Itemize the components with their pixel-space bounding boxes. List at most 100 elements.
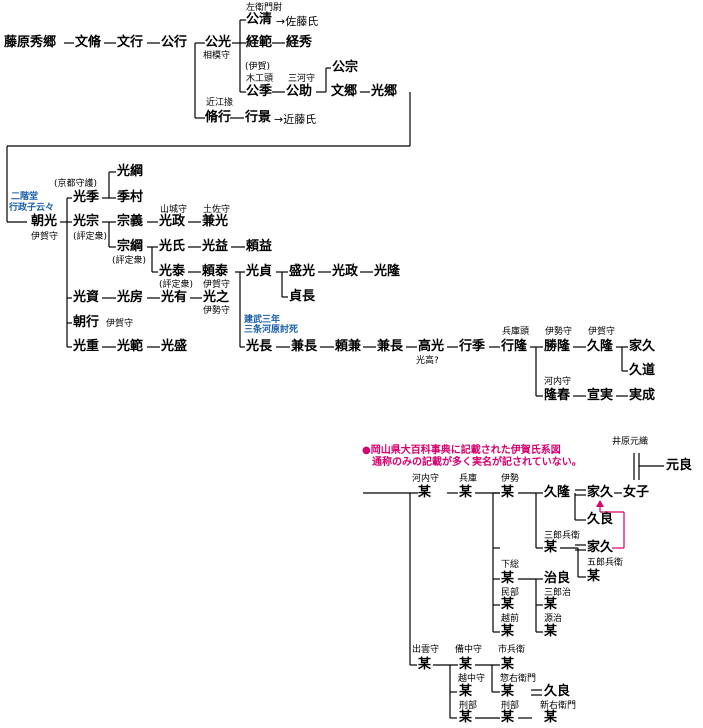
name-mitsumasa-b: 光政 [332, 264, 359, 279]
title-genji: 源治 [544, 614, 563, 624]
title-kyoto-shugo: (京都守護) [54, 179, 98, 189]
name-mitsufusa: 光房 [117, 290, 144, 305]
name-kanenaga-b: 兼長 [377, 339, 404, 354]
name-haruyoshi: 治良 [544, 571, 571, 586]
name-bunkyu: 文脩 [75, 35, 102, 50]
note-kenmu-1: 建武三年 [244, 315, 281, 325]
name-takaharu: 隆春 [544, 388, 571, 403]
name-yoriyasu: 頼泰 [202, 264, 229, 279]
name-bou-saburobyoe: 某 [544, 540, 558, 555]
title-tomoyuki-iga: 伊賀守 [106, 319, 134, 329]
title-omi: 近江掾 [206, 98, 234, 108]
name-katsutaka: 勝隆 [544, 339, 571, 354]
name-muneyoshi: 宗義 [117, 214, 144, 229]
title-mitsumune-hyojo: (評定衆) [73, 232, 108, 242]
name-hisataka-a: 久隆 [587, 339, 614, 354]
title-takaharu-kawachi: 河内守 [544, 377, 572, 387]
name-kinmitsu: 公光 [205, 35, 232, 50]
name-hisataka-b: 久隆 [544, 485, 571, 500]
name-bou-ichihyoe: 某 [501, 657, 515, 672]
title-gyobu-b: 刑部 [501, 701, 520, 711]
name-mitsuyasu: 光泰 [159, 264, 186, 279]
title-bou-hyogo: 兵庫 [459, 474, 478, 484]
title-iga-paren: (伊賀) [245, 62, 271, 72]
name-yorikane: 頼兼 [335, 339, 362, 354]
name-nobuzane: 宣実 [587, 388, 614, 403]
name-bou-minbu: 某 [501, 597, 515, 612]
title-izumo: 出雲守 [412, 645, 440, 655]
name-takamitsu: 高光 [418, 339, 445, 354]
title-gorobyoe: 五郎兵衛 [587, 558, 624, 568]
name-sadanaga: 貞長 [289, 289, 316, 304]
title-shinemon: 新右衛門 [540, 701, 577, 711]
title-saburobyoe: 三郎兵衛 [544, 531, 581, 541]
name-mitsusue: 光季 [73, 190, 100, 205]
name-mitsumune: 光宗 [73, 214, 100, 229]
name-munetsuna: 宗綱 [117, 239, 144, 254]
name-iehisa-a: 家久 [629, 339, 656, 354]
name-mitsunaga: 光長 [246, 339, 273, 354]
title-katsutaka-ise: 伊勢守 [545, 327, 573, 337]
title-saemon: 左衛門尉 [246, 3, 283, 13]
name-mitsunori: 光範 [117, 339, 144, 354]
name-mitsuuji: 光氏 [159, 239, 186, 254]
name-kinyuki: 公行 [161, 35, 188, 50]
name-mitsumasa-a: 光政 [159, 214, 186, 229]
name-morimitsu: 盛光 [289, 264, 316, 279]
title-echizen: 越前 [501, 614, 520, 624]
title-gyobu-a: 刑部 [459, 701, 478, 711]
source-note-line-2: 通称のみの記載が多く実名が記されていない。 [372, 457, 582, 468]
note-nikaido: 二階堂 [11, 192, 39, 202]
name-bou-gyobu-a: 某 [459, 710, 473, 725]
name-mitsutaka: 光隆 [374, 264, 401, 279]
title-mokunokami: 木工頭 [246, 74, 274, 84]
name-suemura: 季村 [117, 190, 144, 205]
title-saburoji: 三郎治 [544, 588, 572, 598]
title-bou-kawachi: 河内守 [412, 474, 440, 484]
title-shimousa: 下総 [501, 560, 520, 570]
name-tsunehide: 経秀 [286, 35, 313, 50]
source-note-line-1: ●岡山県大百科事典に記載された伊賀氏系図 [362, 445, 561, 456]
name-mitsumasu: 光益 [202, 239, 229, 254]
name-kinmune: 公宗 [332, 60, 359, 75]
name-hisayoshi-b: 久良 [544, 684, 571, 699]
title-bicchu: 備中守 [455, 645, 483, 655]
name-iehisa-c: 家久 [587, 540, 614, 555]
note-sato: →佐藤氏 [276, 15, 319, 28]
title-minbu: 民部 [501, 588, 520, 598]
name-bunko: 文行 [117, 35, 144, 50]
name-onago: 女子 [623, 485, 650, 500]
name-mitsushige: 光重 [73, 339, 100, 354]
title-hisataka-iga: 伊賀守 [588, 327, 616, 337]
name-bou-genji: 某 [544, 624, 558, 639]
name-mitsuari: 光有 [161, 290, 188, 305]
name-yukikage: 行景 [245, 110, 272, 125]
note-gyoseishi: 行政子云々 [9, 203, 55, 213]
name-sanenari: 実成 [629, 388, 656, 403]
note-mitsutaka-q: 光高? [416, 356, 439, 366]
name-yukitaka: 行隆 [501, 339, 528, 354]
name-tsunenori: 経範 [246, 35, 273, 50]
title-mitsuyuki-ise: 伊勢守 [203, 306, 231, 316]
name-fumisato: 文郷 [331, 84, 358, 99]
title-tomomitsu-iga: 伊賀守 [31, 232, 59, 242]
name-mitsumori: 光盛 [161, 339, 188, 354]
name-hisamichi: 久道 [629, 363, 656, 378]
title-munetsuna-hyojo: (評定衆) [112, 256, 147, 266]
name-yorimasu: 頼益 [246, 239, 273, 254]
name-mitsutsuna: 光綱 [117, 164, 144, 179]
name-bou-etchu: 某 [459, 684, 473, 699]
title-bou-ise: 伊勢 [501, 474, 520, 484]
name-kanenaga-a: 兼長 [291, 339, 318, 354]
name-mitsusada: 光貞 [246, 264, 273, 279]
name-bou-ise: 某 [501, 485, 515, 500]
title-mikawa: 三河守 [288, 74, 316, 84]
name-bou-hyogo: 某 [459, 485, 473, 500]
title-yamashiro: 山城守 [160, 205, 188, 215]
name-mitsuyuki: 光之 [203, 290, 230, 305]
name-motoyoshi: 元良 [666, 458, 693, 473]
note-kondo: →近藤氏 [274, 113, 317, 126]
title-yoriyasu-hyojo: (評定衆) [159, 280, 194, 290]
